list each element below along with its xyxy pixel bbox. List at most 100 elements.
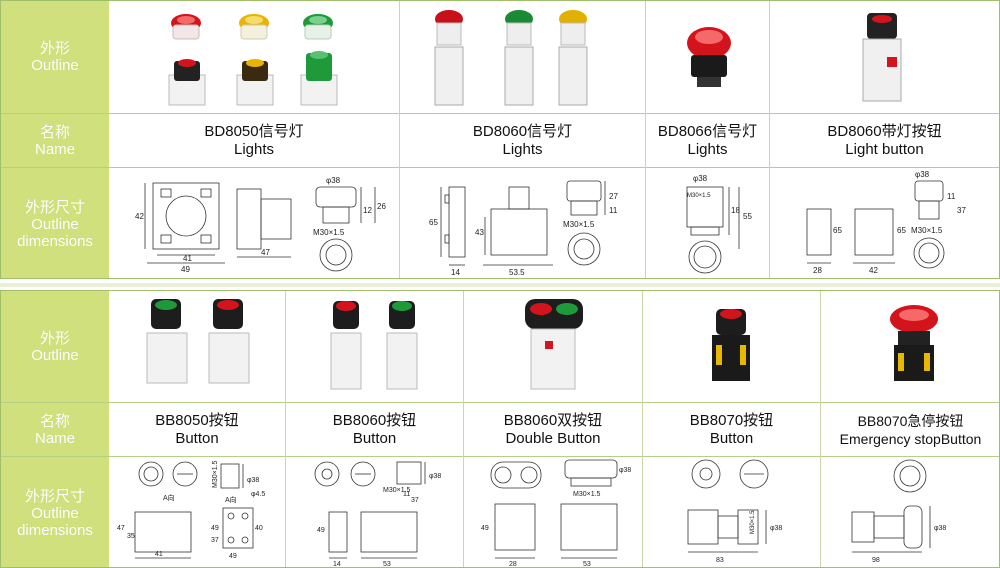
- top-product-table: 外形 Outline 名称 Name 外形尺寸 Outline dimensio…: [0, 0, 1000, 279]
- bb8070-dim-83: 83: [716, 557, 724, 564]
- bb8050-red-button: [208, 299, 250, 384]
- bd8066-type: Lights: [687, 140, 728, 158]
- top-row-header-column: [1, 1, 109, 278]
- dimensions-label-cn: 外形尺寸: [24, 487, 85, 505]
- bd8060-name-cell: BD8060信号灯 Lights: [400, 114, 645, 167]
- bottom-product-table: 外形 Outline 名称 Name 外形尺寸 Outline dimensio…: [0, 290, 1000, 568]
- row-divider: [1, 456, 999, 457]
- bb8070-dimension-drawing: M30×1.5 φ38 83: [687, 459, 782, 564]
- bd8060lb-dim-thread: M30×1.5: [911, 226, 943, 235]
- bd8060-dim-14: 14: [451, 268, 460, 277]
- bb8060-dim-14: 14: [333, 561, 341, 566]
- name-label-en: Name: [34, 140, 75, 158]
- bd8060-lights-photo: [434, 10, 588, 106]
- bd8066-dim-55: 55: [743, 212, 752, 221]
- bd8060-light-button-photo: [862, 13, 902, 102]
- dimensions-label-en2: dimensions: [17, 521, 93, 539]
- bb8050-dim-41: 41: [155, 551, 163, 558]
- bd8050-green-lens: [303, 14, 333, 40]
- bd8060lb-type: Light button: [845, 140, 924, 158]
- bb8060-dim-thread: M30×1.5: [383, 487, 411, 494]
- bb8050-dimension-drawing: M30×1.5 φ38 A向 A向 φ4.5 47 35 41 49 49 40…: [117, 460, 265, 560]
- bb8070e-dim-98: 98: [872, 557, 880, 564]
- bd8060-dim-53-5: 53.5: [509, 268, 525, 277]
- bb8060d-model: BB8060双按钮: [503, 411, 603, 429]
- outline-row-header: 外形 Outline: [1, 1, 109, 113]
- dimensions-label-en1: Outline: [31, 504, 79, 522]
- bd8060-dim-thread: M30×1.5: [563, 220, 595, 229]
- bb8060d-dim-53: 53: [583, 561, 591, 566]
- bottom-row-header-column: [1, 291, 109, 567]
- column-divider: [769, 1, 770, 278]
- column-divider: [642, 291, 643, 567]
- bd8060-dimension-drawing: 65 43 14 53.5 M30×1.5 27 11: [429, 180, 618, 277]
- bd8060-dim-27: 27: [609, 192, 618, 201]
- bd8060lb-model: BD8060带灯按钮: [827, 122, 942, 140]
- bd8050-dim-47: 47: [261, 248, 270, 257]
- panel-separator: [0, 283, 1000, 287]
- bd8060lb-dim-42: 42: [869, 266, 878, 275]
- bb8060-dimension-drawing: M30×1.5 φ38 11 37 49 14 53: [314, 461, 441, 566]
- bb8060d-dim-28: 28: [509, 561, 517, 566]
- bb8060-dim-53: 53: [383, 561, 391, 566]
- column-divider: [399, 1, 400, 278]
- bb8050-dim-40: 40: [255, 525, 263, 532]
- name-label-cn: 名称: [39, 123, 70, 141]
- bb8060d-dim-phi38: φ38: [619, 467, 631, 474]
- bb8060-model: BB8060按钮: [332, 411, 417, 429]
- bd8050-green-base: [300, 51, 338, 106]
- bd8050-type: Lights: [233, 140, 275, 158]
- bb8050-type: Button: [175, 429, 219, 447]
- bb8050-name-cell: BB8050按钮 Button: [109, 403, 285, 456]
- bb8060-name-cell: BB8060按钮 Button: [286, 403, 463, 456]
- bb8060d-dimension-drawing: M30×1.5 φ38 49 28 53: [481, 459, 631, 566]
- outline-label-cn: 外形: [39, 329, 70, 347]
- bd8060-red-light: [434, 10, 464, 106]
- bb8070-name-cell: BB8070按钮 Button: [643, 403, 820, 456]
- bd8060lb-dimension-drawing: φ38 M30×1.5 65 65 28 42 11 37: [806, 170, 966, 275]
- bd8060lb-dim-65a: 65: [833, 226, 842, 235]
- dimensions-label-en2: dimensions: [17, 232, 93, 250]
- bd8060-green-light: [504, 10, 534, 106]
- bb8070-button-photo: [712, 309, 750, 381]
- bd8066-name-cell: BD8066信号灯 Lights: [646, 114, 769, 167]
- bb8050-green-button: [146, 299, 188, 384]
- dimensions-row-header: 外形尺寸 Outline dimensions: [1, 457, 109, 567]
- bb8070-dim-thread: M30×1.5: [750, 510, 756, 534]
- bb8050-dim-thread: M30×1.5: [212, 460, 219, 488]
- bd8066-dimension-drawing: φ38 M30×1.5 18 55: [686, 174, 752, 274]
- bd8050-model: BD8050信号灯: [204, 122, 304, 140]
- bb8070-model: BB8070按钮: [689, 411, 774, 429]
- bd8050-lights-photo: [168, 14, 338, 106]
- bb8060-red-button: [330, 301, 362, 390]
- bd8050-dim-42: 42: [135, 212, 144, 221]
- bb8060-dim-11: 11: [403, 491, 410, 498]
- bb8050-model: BB8050按钮: [155, 411, 239, 429]
- dimensions-label-cn: 外形尺寸: [24, 198, 85, 216]
- bb8060-double-button-photo: [525, 299, 583, 390]
- bb8070e-model: BB8070急停按钮: [857, 412, 964, 429]
- bd8066-dim-phi38: φ38: [693, 174, 708, 183]
- column-divider: [645, 1, 646, 278]
- bd8060-dim-65: 65: [429, 218, 438, 227]
- bb8050-dim-35: 35: [127, 533, 135, 540]
- row-divider: [1, 113, 999, 114]
- bb8070-dim-phi38: φ38: [770, 525, 782, 532]
- bd8050-dim-26: 26: [377, 202, 386, 211]
- bd8066-model: BD8066信号灯: [657, 122, 758, 140]
- bd8066-dim-thread: M30×1.5: [687, 193, 711, 199]
- outline-label-en: Outline: [31, 346, 79, 364]
- bb8070e-dim-phi38: φ38: [934, 525, 946, 532]
- bb8060d-dim-thread: M30×1.5: [573, 491, 601, 498]
- bd8060-dim-11: 11: [609, 206, 618, 215]
- bb8060d-type: Double Button: [505, 429, 601, 447]
- bd8060lb-dim-37: 37: [957, 206, 966, 215]
- bb8050-dim-49-side: 49: [211, 525, 219, 532]
- bd8050-red-base: [168, 59, 206, 106]
- bb8070-emergency-stop-photo: [890, 305, 938, 381]
- outline-label-cn: 外形: [39, 40, 70, 57]
- bb8060-button-photo: [330, 301, 418, 390]
- bb8050-dim-phi4-5: φ4.5: [251, 491, 265, 498]
- bd8050-dim-thread: M30×1.5: [313, 228, 345, 237]
- bd8060lb-name-cell: BD8060带灯按钮 Light button: [770, 114, 999, 167]
